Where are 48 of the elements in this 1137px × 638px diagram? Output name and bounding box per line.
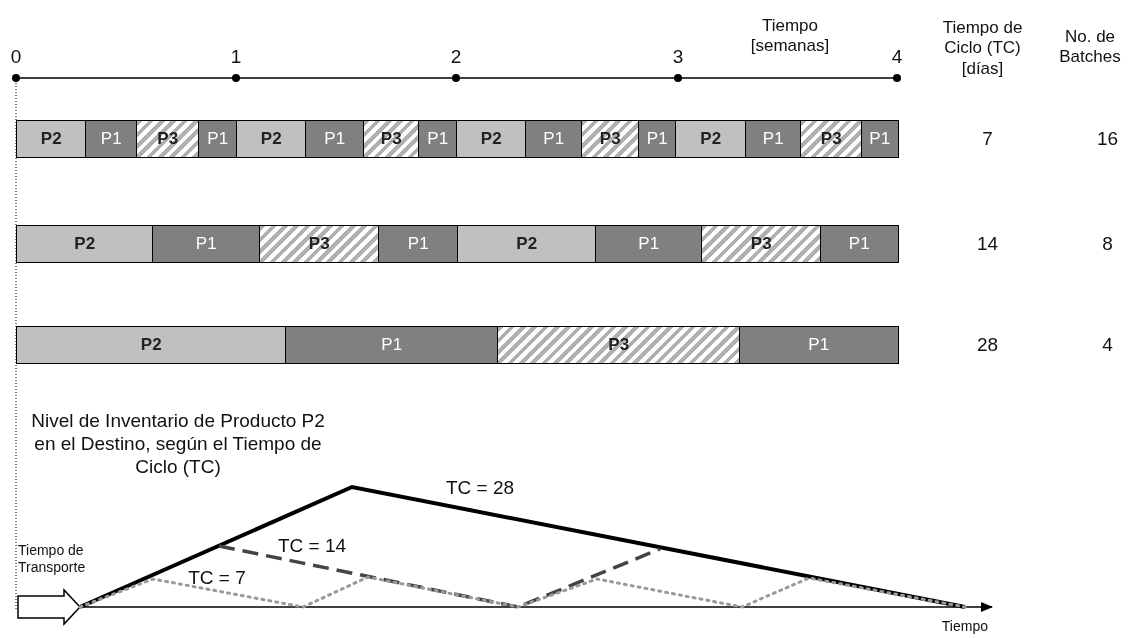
batch-segment: P2 (16, 120, 87, 158)
batch-segment: P2 (16, 326, 287, 364)
batch-segment: P3 (363, 120, 420, 158)
batch-segment: P1 (739, 326, 899, 364)
tick-label: 3 (671, 46, 685, 69)
batch-segment: P2 (457, 225, 597, 263)
table-value: 4 (1101, 334, 1114, 357)
axis-label: Tiempo (940, 618, 988, 635)
batch-segment: P1 (305, 120, 365, 158)
table-value: 28 (975, 334, 1000, 357)
batch-segment: P1 (418, 120, 458, 158)
tick-label: 4 (890, 46, 904, 69)
batch-segment: P3 (581, 120, 640, 158)
batch-segment: P1 (85, 120, 138, 158)
batch-segment: P3 (497, 326, 741, 364)
column-header: No. de Batches (1058, 27, 1122, 68)
batch-segment: P2 (456, 120, 527, 158)
tick-label: 0 (9, 46, 23, 69)
batch-segment: P3 (800, 120, 863, 158)
column-header: Tiempo de Ciclo (TC) [días] (941, 18, 1024, 80)
batch-segment: P1 (378, 225, 459, 263)
batch-segment: P1 (525, 120, 583, 158)
batch-segment: P2 (675, 120, 747, 158)
tick-label: 2 (449, 46, 463, 69)
batch-segment: P1 (745, 120, 802, 158)
chart-title: Nivel de Inventario de Producto P2 en el Destino, según el Tiempo de Ciclo (TC) (30, 410, 326, 479)
batch-segment: P3 (136, 120, 200, 158)
batch-segment: P3 (259, 225, 380, 263)
batch-segment: P1 (595, 225, 703, 263)
table-value: 8 (1101, 233, 1114, 256)
batch-segment: P1 (285, 326, 499, 364)
batch-segment: P1 (638, 120, 677, 158)
table-value: 14 (975, 233, 1000, 256)
batch-segment: P1 (152, 225, 261, 263)
batch-segment: P1 (820, 225, 899, 263)
batch-segment: P3 (701, 225, 822, 263)
batch-segment: P2 (236, 120, 307, 158)
tick-label: 1 (229, 46, 243, 69)
table-value: 7 (981, 128, 994, 151)
batch-segment: P2 (16, 225, 154, 263)
axis-title: Tiempo [semanas] (749, 16, 831, 57)
line-label: TC = 28 (444, 477, 516, 500)
table-value: 16 (1095, 128, 1120, 151)
batch-segment: P1 (198, 120, 238, 158)
batch-segment: P1 (861, 120, 899, 158)
line-label: TC = 14 (276, 535, 348, 558)
line-label: TC = 7 (187, 567, 247, 590)
line-label: Tiempo de Transporte (18, 542, 87, 576)
